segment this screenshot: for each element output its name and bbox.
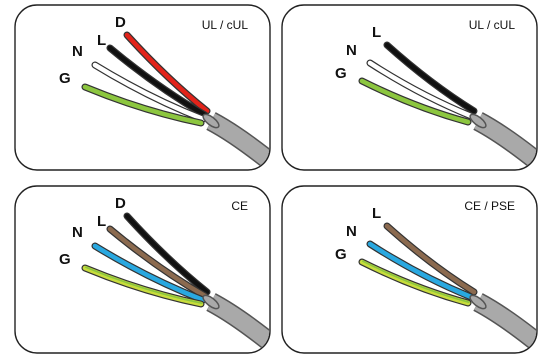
wire-label-g: G [335, 246, 347, 263]
cable-end [469, 294, 487, 310]
standard-label: UL / cUL [202, 18, 249, 32]
wire-label-d: D [115, 14, 126, 31]
standard-label: CE [231, 199, 248, 213]
wire-n [366, 59, 475, 120]
cable-end [202, 294, 220, 310]
panel-4: LNG CE / PSE [281, 185, 538, 354]
wire-label-n: N [346, 42, 357, 59]
wire-l [383, 222, 478, 296]
wire-label-d: D [115, 195, 126, 212]
wire-d [123, 31, 211, 115]
wire-l [106, 225, 209, 300]
wire-label-g: G [335, 65, 347, 82]
wire-l [106, 44, 209, 119]
panel-2: LNG UL / cUL [281, 4, 538, 171]
wire-g [358, 77, 472, 126]
cable-end [202, 113, 220, 129]
wire-g [81, 264, 205, 308]
wire-label-g: G [59, 251, 71, 268]
wire-g [358, 258, 472, 307]
wire-label-g: G [59, 70, 71, 87]
standard-label: CE / PSE [464, 199, 515, 213]
wire-label-l: L [97, 32, 106, 49]
wire-l [383, 41, 478, 115]
wire-n [91, 242, 207, 304]
panel-frame [14, 4, 271, 171]
wire-n [91, 61, 207, 123]
wire-label-l: L [372, 24, 381, 41]
wire-label-n: N [72, 224, 83, 241]
wire-d [123, 212, 211, 296]
wire-label-l: L [97, 213, 106, 230]
wire-n [366, 240, 475, 301]
wire-label-n: N [346, 223, 357, 240]
wire-label-n: N [72, 43, 83, 60]
standard-label: UL / cUL [469, 18, 516, 32]
wire-label-l: L [372, 205, 381, 222]
cable-end [469, 113, 487, 129]
wire-g [81, 83, 205, 127]
